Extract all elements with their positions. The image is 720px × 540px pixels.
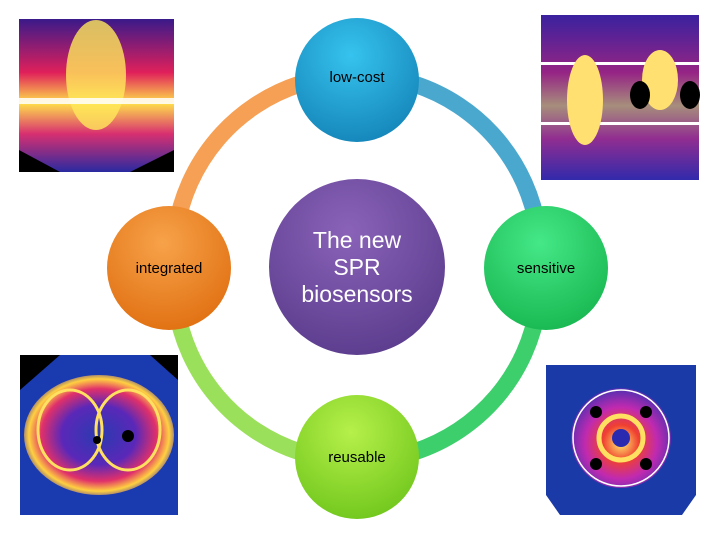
node-right-circle — [484, 206, 608, 330]
center-circle — [269, 179, 445, 355]
node-bottom-circle — [295, 395, 419, 519]
cycle-ring — [167, 75, 547, 461]
field-image-bottom-right — [546, 365, 696, 515]
arc-bottom-right — [411, 304, 547, 461]
field-image-bottom-left — [20, 355, 178, 515]
center-label-line-1: The new — [312, 226, 402, 253]
arc-top-right — [411, 75, 547, 232]
node-right-label: sensitive — [516, 259, 576, 277]
arc-bottom-left — [167, 304, 303, 461]
arc-top-left — [167, 75, 303, 232]
node-bottom-label: reusable — [328, 448, 386, 466]
center-label-line-3: biosensors — [301, 280, 413, 307]
center-label-line-2: SPR — [333, 253, 381, 280]
center-label: The new SPR biosensors — [277, 212, 437, 322]
node-left-circle — [107, 206, 231, 330]
field-image-top-left — [19, 19, 174, 172]
field-image-top-right — [541, 15, 700, 180]
node-top-circle — [295, 18, 419, 142]
node-top-label: low-cost — [329, 68, 385, 86]
node-left-label: integrated — [135, 259, 203, 277]
